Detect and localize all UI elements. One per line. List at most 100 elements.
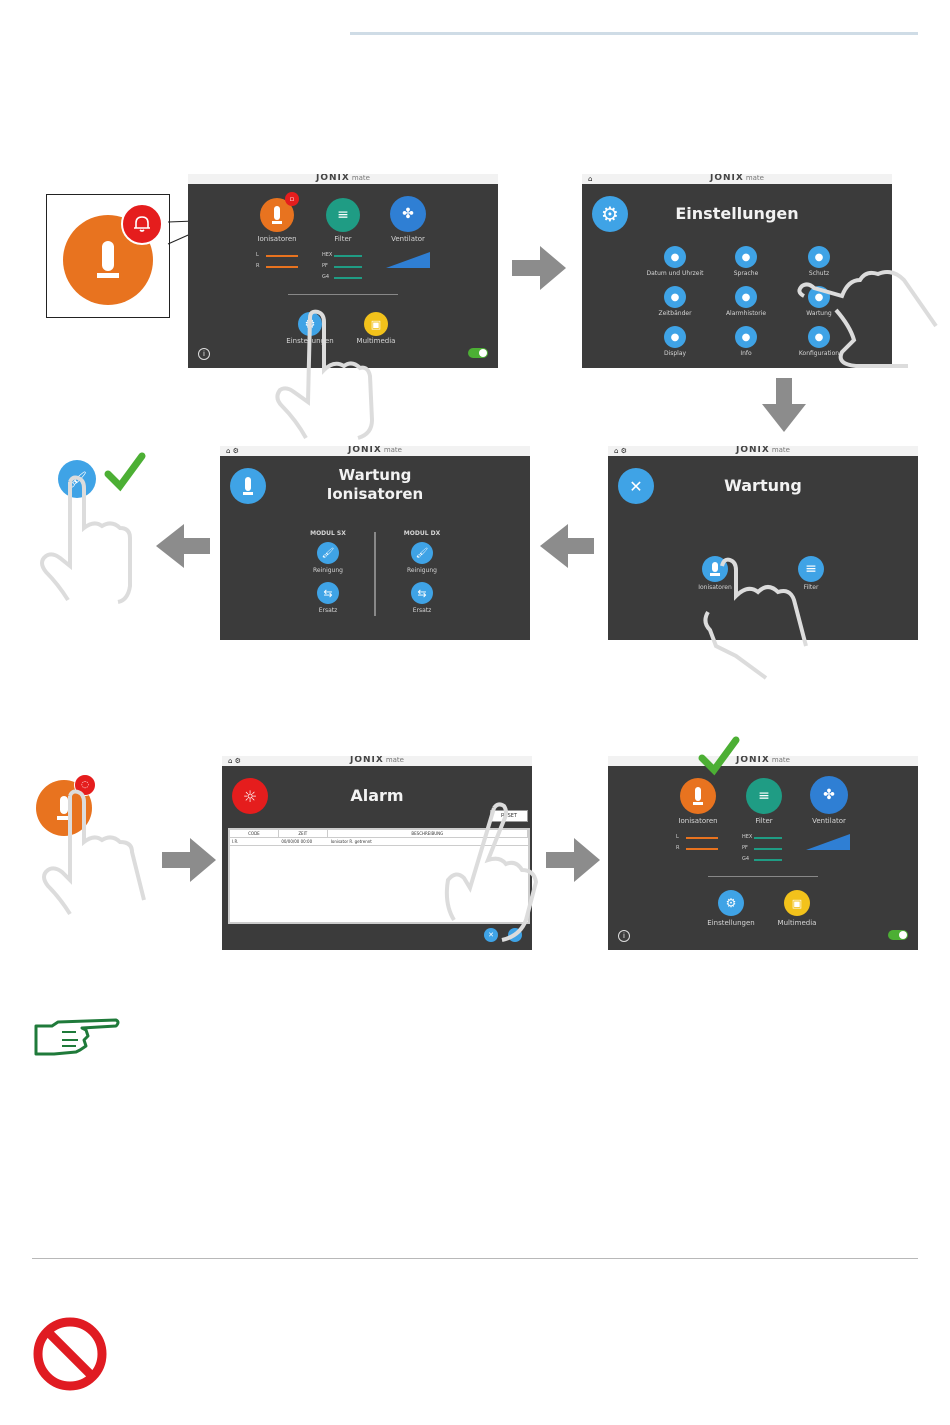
wrench-icon: ✕ bbox=[618, 468, 654, 504]
gear-icon[interactable]: ⚙ bbox=[718, 890, 744, 916]
camera-icon[interactable]: ▣ bbox=[364, 312, 388, 336]
filter-label: Filter bbox=[803, 584, 819, 591]
clean-dx-icon[interactable]: 🖌 bbox=[411, 542, 433, 564]
home-icon[interactable]: ⌂ ⚙ bbox=[228, 757, 241, 765]
settings-title: Einstellungen bbox=[675, 204, 799, 223]
status-bar-pf bbox=[754, 848, 782, 850]
ionizer-label: Ionisatoren bbox=[257, 235, 297, 243]
fan-speed-ramp bbox=[386, 252, 430, 268]
arrow-down bbox=[762, 378, 806, 432]
alarm-table-row[interactable]: I.R. 00/00/00 00:00 Ionisator R. getrennt bbox=[230, 838, 528, 846]
filter-icon[interactable]: ≡ bbox=[326, 198, 360, 232]
arrow-right bbox=[162, 838, 216, 882]
fan-speed-ramp bbox=[806, 834, 850, 850]
clean-sx-label: Reinigung bbox=[313, 567, 343, 574]
status-bar-r bbox=[686, 848, 718, 850]
status-r: R bbox=[256, 263, 260, 269]
history-icon[interactable]: ● bbox=[735, 286, 757, 308]
bell-alarm-icon: ▫ bbox=[285, 192, 299, 206]
check-icon bbox=[104, 452, 146, 492]
info-icon[interactable]: i bbox=[198, 348, 210, 360]
status-l: L bbox=[256, 252, 259, 258]
power-toggle[interactable] bbox=[468, 348, 488, 358]
settings-item-label: Zeitbänder bbox=[658, 310, 692, 317]
modul-dx-label: MODUL DX bbox=[403, 530, 441, 537]
fan-label: Ventilator bbox=[812, 817, 846, 825]
tap-hand-clean bbox=[38, 475, 138, 610]
fan-icon[interactable]: ✤ bbox=[390, 196, 426, 232]
ionizer-label: Ionisatoren bbox=[678, 817, 718, 825]
status-hex: HEX bbox=[742, 834, 753, 840]
tap-hand-alarm bbox=[40, 789, 160, 924]
column-divider bbox=[374, 532, 376, 616]
status-bar-r bbox=[266, 266, 298, 268]
info-icon[interactable]: ● bbox=[735, 326, 757, 348]
info-icon[interactable]: i bbox=[618, 930, 630, 942]
settings-item-label: Konfiguration bbox=[798, 350, 840, 357]
ionizer-label: Ionisatoren bbox=[698, 584, 732, 591]
replace-sx-icon[interactable]: ⇆ bbox=[317, 582, 339, 604]
alarm-table-header-cell: CODE bbox=[230, 830, 279, 837]
home-icon[interactable]: ⌂ ⚙ bbox=[614, 447, 627, 455]
status-bar-pf bbox=[334, 266, 362, 268]
settings-label: Einstellungen bbox=[707, 919, 755, 927]
status-pf: PF bbox=[742, 845, 748, 851]
home-icon[interactable]: ⌂ bbox=[588, 175, 593, 183]
wartung-ion-title-1: Wartung bbox=[338, 466, 412, 484]
display-icon[interactable]: ● bbox=[664, 326, 686, 348]
alarm-table-cell: I.R. bbox=[232, 839, 239, 844]
divider bbox=[288, 294, 398, 295]
alarm-table-header-cell: BESCHREIBUNG bbox=[328, 830, 529, 837]
tap-hand-wartung bbox=[796, 266, 946, 380]
status-g4: G4 bbox=[742, 856, 750, 862]
ionizer-icon[interactable] bbox=[680, 778, 716, 814]
filter-icon[interactable]: ≡ bbox=[746, 778, 782, 814]
arrow-left bbox=[540, 524, 594, 568]
header-rule bbox=[350, 32, 918, 35]
settings-item-label: Info bbox=[740, 350, 752, 357]
alarm-table-header-cell: ZEIT bbox=[279, 830, 328, 837]
status-hex: HEX bbox=[322, 252, 333, 258]
pointing-hand-icon bbox=[34, 1018, 120, 1056]
tap-hand-settings bbox=[268, 309, 378, 444]
clock-icon[interactable]: ● bbox=[664, 286, 686, 308]
filter-label: Filter bbox=[334, 235, 352, 243]
lock-icon[interactable]: ● bbox=[808, 246, 830, 268]
settings-item-label: Datum und Uhrzeit bbox=[646, 270, 704, 277]
status-l: L bbox=[676, 834, 679, 840]
camera-icon[interactable]: ▣ bbox=[784, 890, 810, 916]
calendar-icon[interactable]: ● bbox=[664, 246, 686, 268]
close-icon[interactable]: ✕ bbox=[484, 928, 498, 942]
clean-sx-icon[interactable]: 🖌 bbox=[317, 542, 339, 564]
home-icon[interactable]: ⌂ ⚙ bbox=[226, 447, 239, 455]
power-toggle[interactable] bbox=[888, 930, 908, 940]
alarm-table-cell: 00/00/00 00:00 bbox=[281, 839, 313, 844]
replace-dx-icon[interactable]: ⇆ bbox=[411, 582, 433, 604]
config-icon[interactable]: ● bbox=[808, 326, 830, 348]
status-bar-g4 bbox=[334, 277, 362, 279]
alarm-table-cell: Ionisator R. getrennt bbox=[330, 839, 372, 844]
status-bar-hex bbox=[754, 837, 782, 839]
fan-icon[interactable]: ✤ bbox=[810, 776, 848, 814]
multimedia-label: Multimedia bbox=[777, 919, 817, 927]
language-icon[interactable]: ● bbox=[735, 246, 757, 268]
filter-label: Filter bbox=[755, 817, 773, 825]
divider bbox=[708, 876, 818, 877]
arrow-right bbox=[546, 838, 600, 882]
filter-icon[interactable]: ≡ bbox=[798, 556, 824, 582]
gear-icon: ⚙ bbox=[592, 196, 628, 232]
